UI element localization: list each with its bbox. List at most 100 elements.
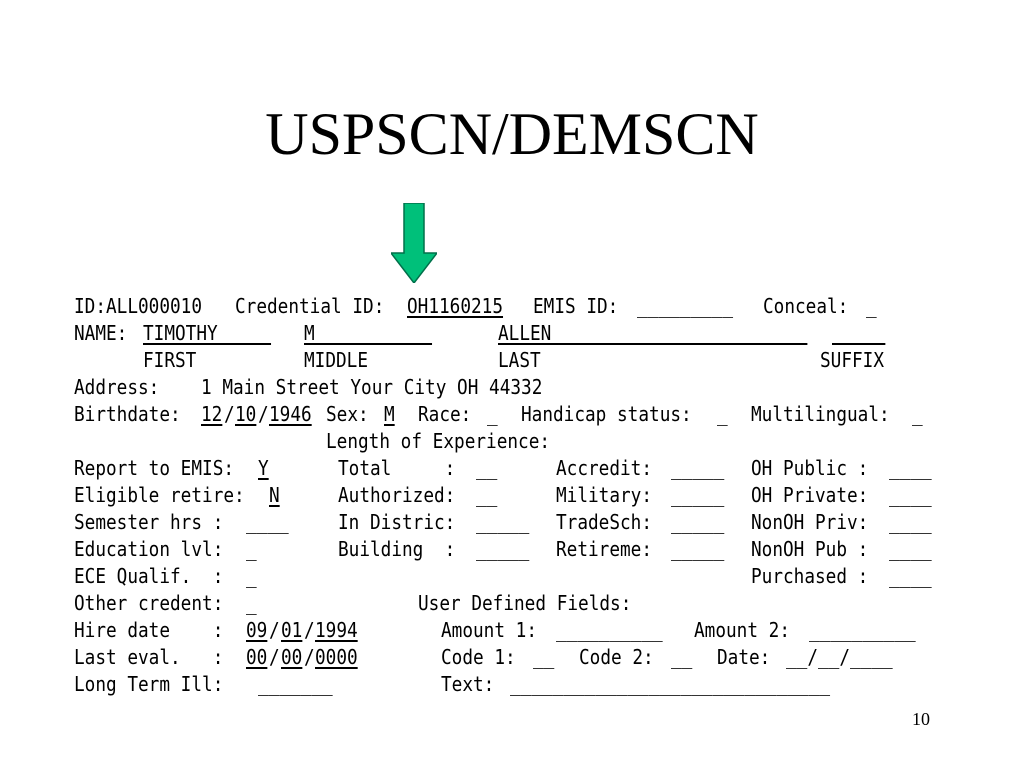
eligible-retire-field[interactable]: N (269, 483, 280, 507)
education-lvl-label: Education lvl: (74, 537, 224, 561)
nonoh-pub-field[interactable]: ____ (889, 537, 932, 561)
authorized-field[interactable]: __ (476, 483, 498, 507)
code2-label: Code 2: (579, 645, 654, 669)
nonoh-priv-label: NonOH Priv: (751, 510, 869, 534)
suffix-field[interactable] (832, 321, 885, 345)
eval-day-field[interactable]: 00 (281, 645, 303, 669)
date-separator: / (269, 645, 280, 669)
total-field[interactable]: __ (476, 456, 498, 480)
accredit-field[interactable]: _____ (671, 456, 725, 480)
accredit-label: Accredit: (556, 456, 653, 480)
last-name-field[interactable]: ALLEN (498, 321, 808, 345)
multilingual-label: Multilingual: (751, 402, 890, 426)
birth-year-field[interactable]: 1946 (269, 402, 312, 426)
amount1-label: Amount 1: (441, 618, 538, 642)
address-field[interactable]: 1 Main Street Your City OH 44332 (201, 375, 543, 399)
long-term-ill-label: Long Term Ill: (74, 672, 224, 696)
retireme-field[interactable]: _____ (671, 537, 725, 561)
emis-id-label: EMIS ID: (533, 294, 619, 318)
birth-month-field[interactable]: 12 (201, 402, 223, 426)
semester-hrs-label: Semester hrs : (74, 510, 224, 534)
eval-year-field[interactable]: 0000 (315, 645, 358, 669)
date-separator: / (304, 645, 315, 669)
credential-id-field[interactable]: OH1160215 (407, 294, 504, 318)
first-name-field[interactable]: TIMOTHY (143, 321, 272, 345)
conceal-label: Conceal: (763, 294, 849, 318)
handicap-field[interactable]: _ (717, 402, 728, 426)
code1-label: Code 1: (441, 645, 516, 669)
hire-date-label: Hire date : (74, 618, 224, 642)
address-label: Address: (74, 375, 160, 399)
first-name-caption: FIRST (143, 348, 197, 372)
amount1-field[interactable]: __________ (556, 618, 663, 642)
ece-qualif-label: ECE Qualif. : (74, 564, 224, 588)
text-label: Text: (441, 672, 495, 696)
credential-id-label: Credential ID: (235, 294, 385, 318)
emis-id-field[interactable]: _________ (637, 294, 734, 318)
suffix-caption: SUFFIX (820, 348, 885, 372)
slide-title: USPSCN/DEMSCN (265, 101, 759, 167)
sex-field[interactable]: M (384, 402, 395, 426)
page-number: 10 (912, 709, 930, 729)
length-of-experience-heading: Length of Experience: (326, 429, 551, 453)
last-name-caption: LAST (498, 348, 541, 372)
report-to-emis-label: Report to EMIS: (74, 456, 235, 480)
semester-hrs-field[interactable]: ____ (246, 510, 289, 534)
multilingual-field[interactable]: _ (912, 402, 923, 426)
building-field[interactable]: _____ (476, 537, 530, 561)
middle-name-field[interactable]: M (304, 321, 433, 345)
purchased-label: Purchased : (751, 564, 869, 588)
ece-qualif-field[interactable]: _ (246, 564, 257, 588)
date-field[interactable]: __/__/____ (786, 645, 893, 669)
building-label: Building : (338, 537, 456, 561)
oh-private-field[interactable]: ____ (889, 483, 932, 507)
eval-month-field[interactable]: 00 (246, 645, 268, 669)
oh-public-label: OH Public : (751, 456, 869, 480)
date-separator: / (304, 618, 315, 642)
nonoh-pub-label: NonOH Pub : (751, 537, 869, 561)
tradesch-label: TradeSch: (556, 510, 653, 534)
military-field[interactable]: _____ (671, 483, 725, 507)
date-label: Date: (717, 645, 771, 669)
middle-name-caption: MIDDLE (304, 348, 369, 372)
total-label: Total : (338, 456, 456, 480)
race-field[interactable]: _ (487, 402, 498, 426)
in-distric-field[interactable]: _____ (476, 510, 530, 534)
retireme-label: Retireme: (556, 537, 653, 561)
user-defined-fields-heading: User Defined Fields: (418, 591, 632, 615)
last-eval-label: Last eval. : (74, 645, 224, 669)
education-lvl-field[interactable]: _ (246, 537, 257, 561)
code1-field[interactable]: __ (533, 645, 555, 669)
eligible-retire-label: Eligible retire: (74, 483, 245, 507)
birthdate-label: Birthdate: (74, 402, 181, 426)
other-credent-label: Other credent: (74, 591, 224, 615)
purchased-field[interactable]: ____ (889, 564, 932, 588)
conceal-field[interactable]: _ (866, 294, 877, 318)
date-separator: / (269, 618, 280, 642)
race-label: Race: (418, 402, 472, 426)
military-label: Military: (556, 483, 653, 507)
birth-day-field[interactable]: 10 (235, 402, 257, 426)
name-label: NAME: (74, 321, 128, 345)
hire-month-field[interactable]: 09 (246, 618, 268, 642)
report-to-emis-field[interactable]: Y (258, 456, 269, 480)
tradesch-field[interactable]: _____ (671, 510, 725, 534)
oh-public-field[interactable]: ____ (889, 456, 932, 480)
text-field[interactable]: ______________________________ (510, 672, 831, 696)
amount2-label: Amount 2: (694, 618, 791, 642)
down-arrow-icon (391, 203, 437, 283)
sex-label: Sex: (326, 402, 369, 426)
long-term-ill-field[interactable]: _______ (258, 672, 333, 696)
nonoh-priv-field[interactable]: ____ (889, 510, 932, 534)
handicap-label: Handicap status: (521, 402, 692, 426)
other-credent-field[interactable]: _ (246, 591, 257, 615)
in-distric-label: In Distric: (338, 510, 456, 534)
date-separator: / (224, 402, 235, 426)
code2-field[interactable]: __ (671, 645, 693, 669)
date-separator: / (258, 402, 269, 426)
oh-private-label: OH Private: (751, 483, 869, 507)
hire-year-field[interactable]: 1994 (315, 618, 358, 642)
employee-id: ID:ALL000010 (74, 294, 203, 318)
hire-day-field[interactable]: 01 (281, 618, 303, 642)
amount2-field[interactable]: __________ (809, 618, 916, 642)
